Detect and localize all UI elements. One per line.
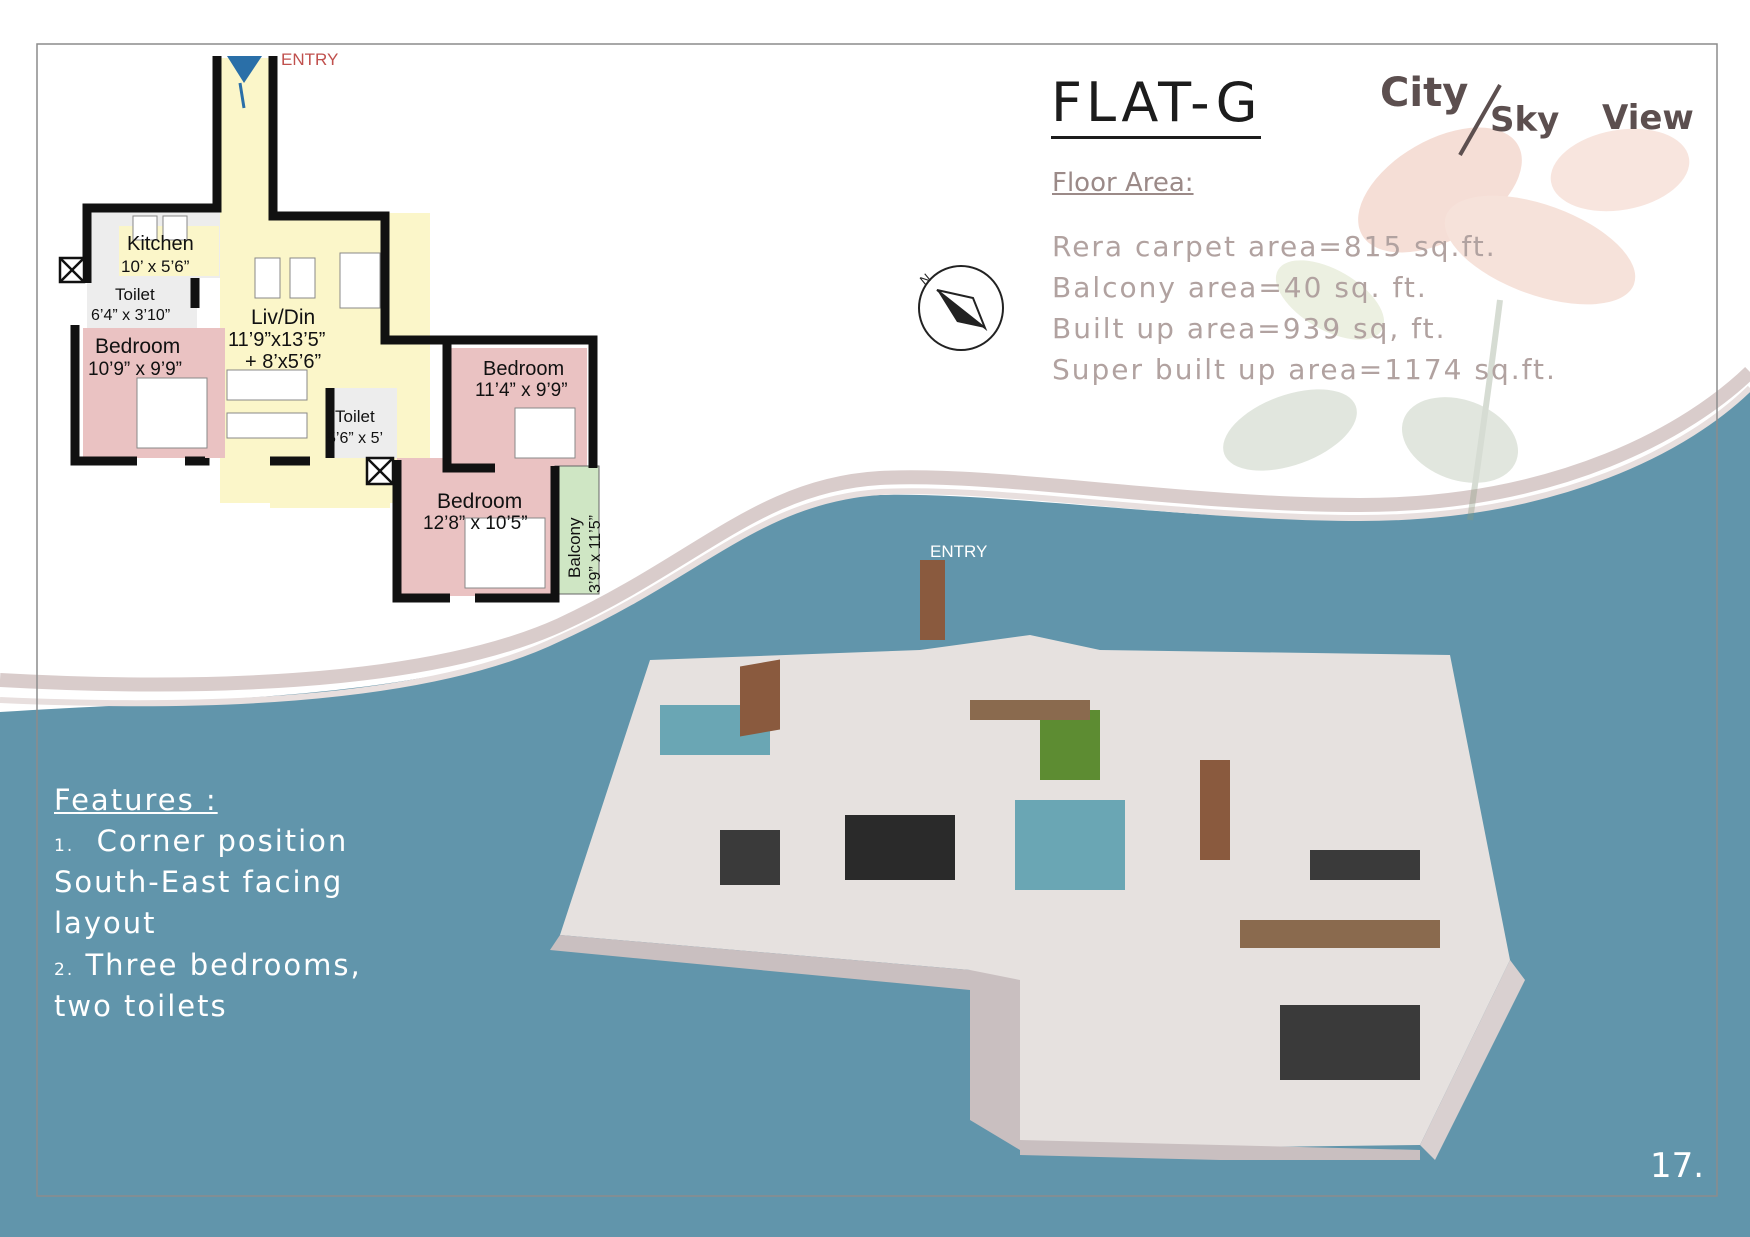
bedroom3-size: 12’8” x 10’5” <box>423 513 528 534</box>
feature-1-text: Corner position <box>96 824 349 858</box>
floor-plan-2d: ENTRY Kitchen 10’ x 5’6” Toilet 6’4” x 3… <box>58 50 604 603</box>
brand-word-city: City <box>1380 70 1469 116</box>
wave-band-inner <box>0 385 1750 707</box>
wave-band <box>0 366 1750 692</box>
balcony-area-text: Balcony area=40 sq. ft. <box>1052 271 1428 304</box>
compass-icon: N <box>917 265 1004 351</box>
features-heading: Features : <box>54 783 218 817</box>
balcony-size: 3’9” x 11’5” <box>587 515 604 593</box>
bedroom2-size: 11’4” x 9’9” <box>475 380 568 401</box>
3d-bed3 <box>1280 1005 1420 1080</box>
bedroom2-name: Bedroom <box>483 358 564 380</box>
feature-1-cont1: South-East facing <box>54 865 344 899</box>
flower-decoration <box>1223 127 1690 521</box>
walls <box>70 56 598 603</box>
feature-2-text: Three bedrooms, <box>85 948 362 982</box>
wall-blocks <box>58 256 395 486</box>
toilet2-area <box>327 388 397 458</box>
balcony-name: Balcony <box>565 517 584 578</box>
toilet2-size: 5’6” x 5’ <box>327 430 383 447</box>
built-up-area: Built up area=939 sq, ft. <box>1052 312 1447 345</box>
3d-bed2 <box>1310 850 1420 880</box>
brand-logo: City Sky View <box>1380 70 1720 160</box>
feature-1: 1. Corner position <box>54 824 348 858</box>
livdin-size2: + 8’x5’6” <box>245 351 321 373</box>
feature-2: 2. Three bedrooms, <box>54 948 362 982</box>
page-frame <box>36 43 1718 1197</box>
kitchen-size: 10’ x 5’6” <box>121 257 190 276</box>
3d-entry-label: ENTRY <box>930 542 987 561</box>
livdin-name: Liv/Din <box>251 306 315 329</box>
kitchen-name: Kitchen <box>127 233 194 255</box>
toilet1-name: Toilet <box>115 285 155 304</box>
livdin-size: 11’9”x13’5” <box>228 329 325 351</box>
3d-sofa <box>1040 710 1100 780</box>
toilet1-size: 6’4” x 3’10” <box>91 307 170 324</box>
toilet2-name: Toilet <box>335 407 375 426</box>
toilet1-area <box>87 278 197 328</box>
bedroom3-name: Bedroom <box>437 490 522 513</box>
compass-n-label: N <box>917 270 934 288</box>
balcony-area <box>554 465 600 595</box>
bedroom1-size: 10’9” x 9’9” <box>88 359 182 380</box>
furniture <box>132 215 576 589</box>
brand-word-view: View <box>1602 98 1694 138</box>
brand-word-sky: Sky <box>1490 100 1560 140</box>
feature-1-cont2: layout <box>54 906 157 940</box>
3d-floor <box>560 635 1510 1150</box>
super-built-up-area: Super built up area=1174 sq.ft. <box>1052 353 1557 386</box>
floor-area-heading: Floor Area: <box>1052 168 1194 198</box>
feature-1-num: 1. <box>54 836 75 856</box>
3d-dining-table <box>845 815 955 880</box>
page-number: 17. <box>1650 1146 1705 1186</box>
feature-2-num: 2. <box>54 960 75 980</box>
entry-arrow-icon <box>227 56 262 83</box>
3d-bed1 <box>720 830 780 885</box>
floor-plan-3d: ENTRY <box>550 542 1525 1160</box>
feature-2-cont1: two toilets <box>54 989 228 1023</box>
brand-slash <box>1458 84 1502 156</box>
flat-title: FLAT-G <box>1051 72 1262 139</box>
plan-entry-label: ENTRY <box>281 50 338 69</box>
bedroom1-name: Bedroom <box>95 335 180 358</box>
rera-carpet-area: Rera carpet area=815 sq.ft. <box>1052 230 1497 263</box>
